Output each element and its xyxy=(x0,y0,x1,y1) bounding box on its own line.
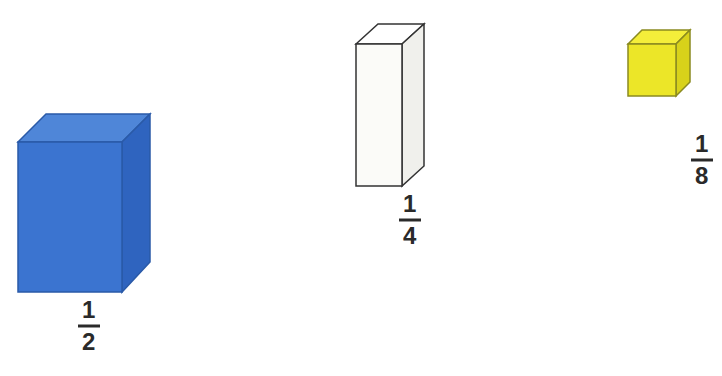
blue-block-side xyxy=(122,114,150,292)
fraction-denominator: 4 xyxy=(403,224,416,248)
yellow-block-front xyxy=(628,44,676,96)
fraction-bar xyxy=(691,159,713,162)
fraction-numerator: 1 xyxy=(403,192,416,216)
fraction-denominator: 8 xyxy=(695,164,708,188)
yellow-block-side xyxy=(676,30,690,96)
white-block-side xyxy=(402,24,424,186)
white-block-front xyxy=(356,44,402,186)
fraction-bar xyxy=(78,325,100,328)
fraction-numerator: 1 xyxy=(695,132,708,156)
fraction-denominator: 2 xyxy=(82,330,95,354)
blue-block-front xyxy=(18,142,122,292)
fraction-bar xyxy=(399,219,421,222)
fraction-numerator: 1 xyxy=(82,298,95,322)
